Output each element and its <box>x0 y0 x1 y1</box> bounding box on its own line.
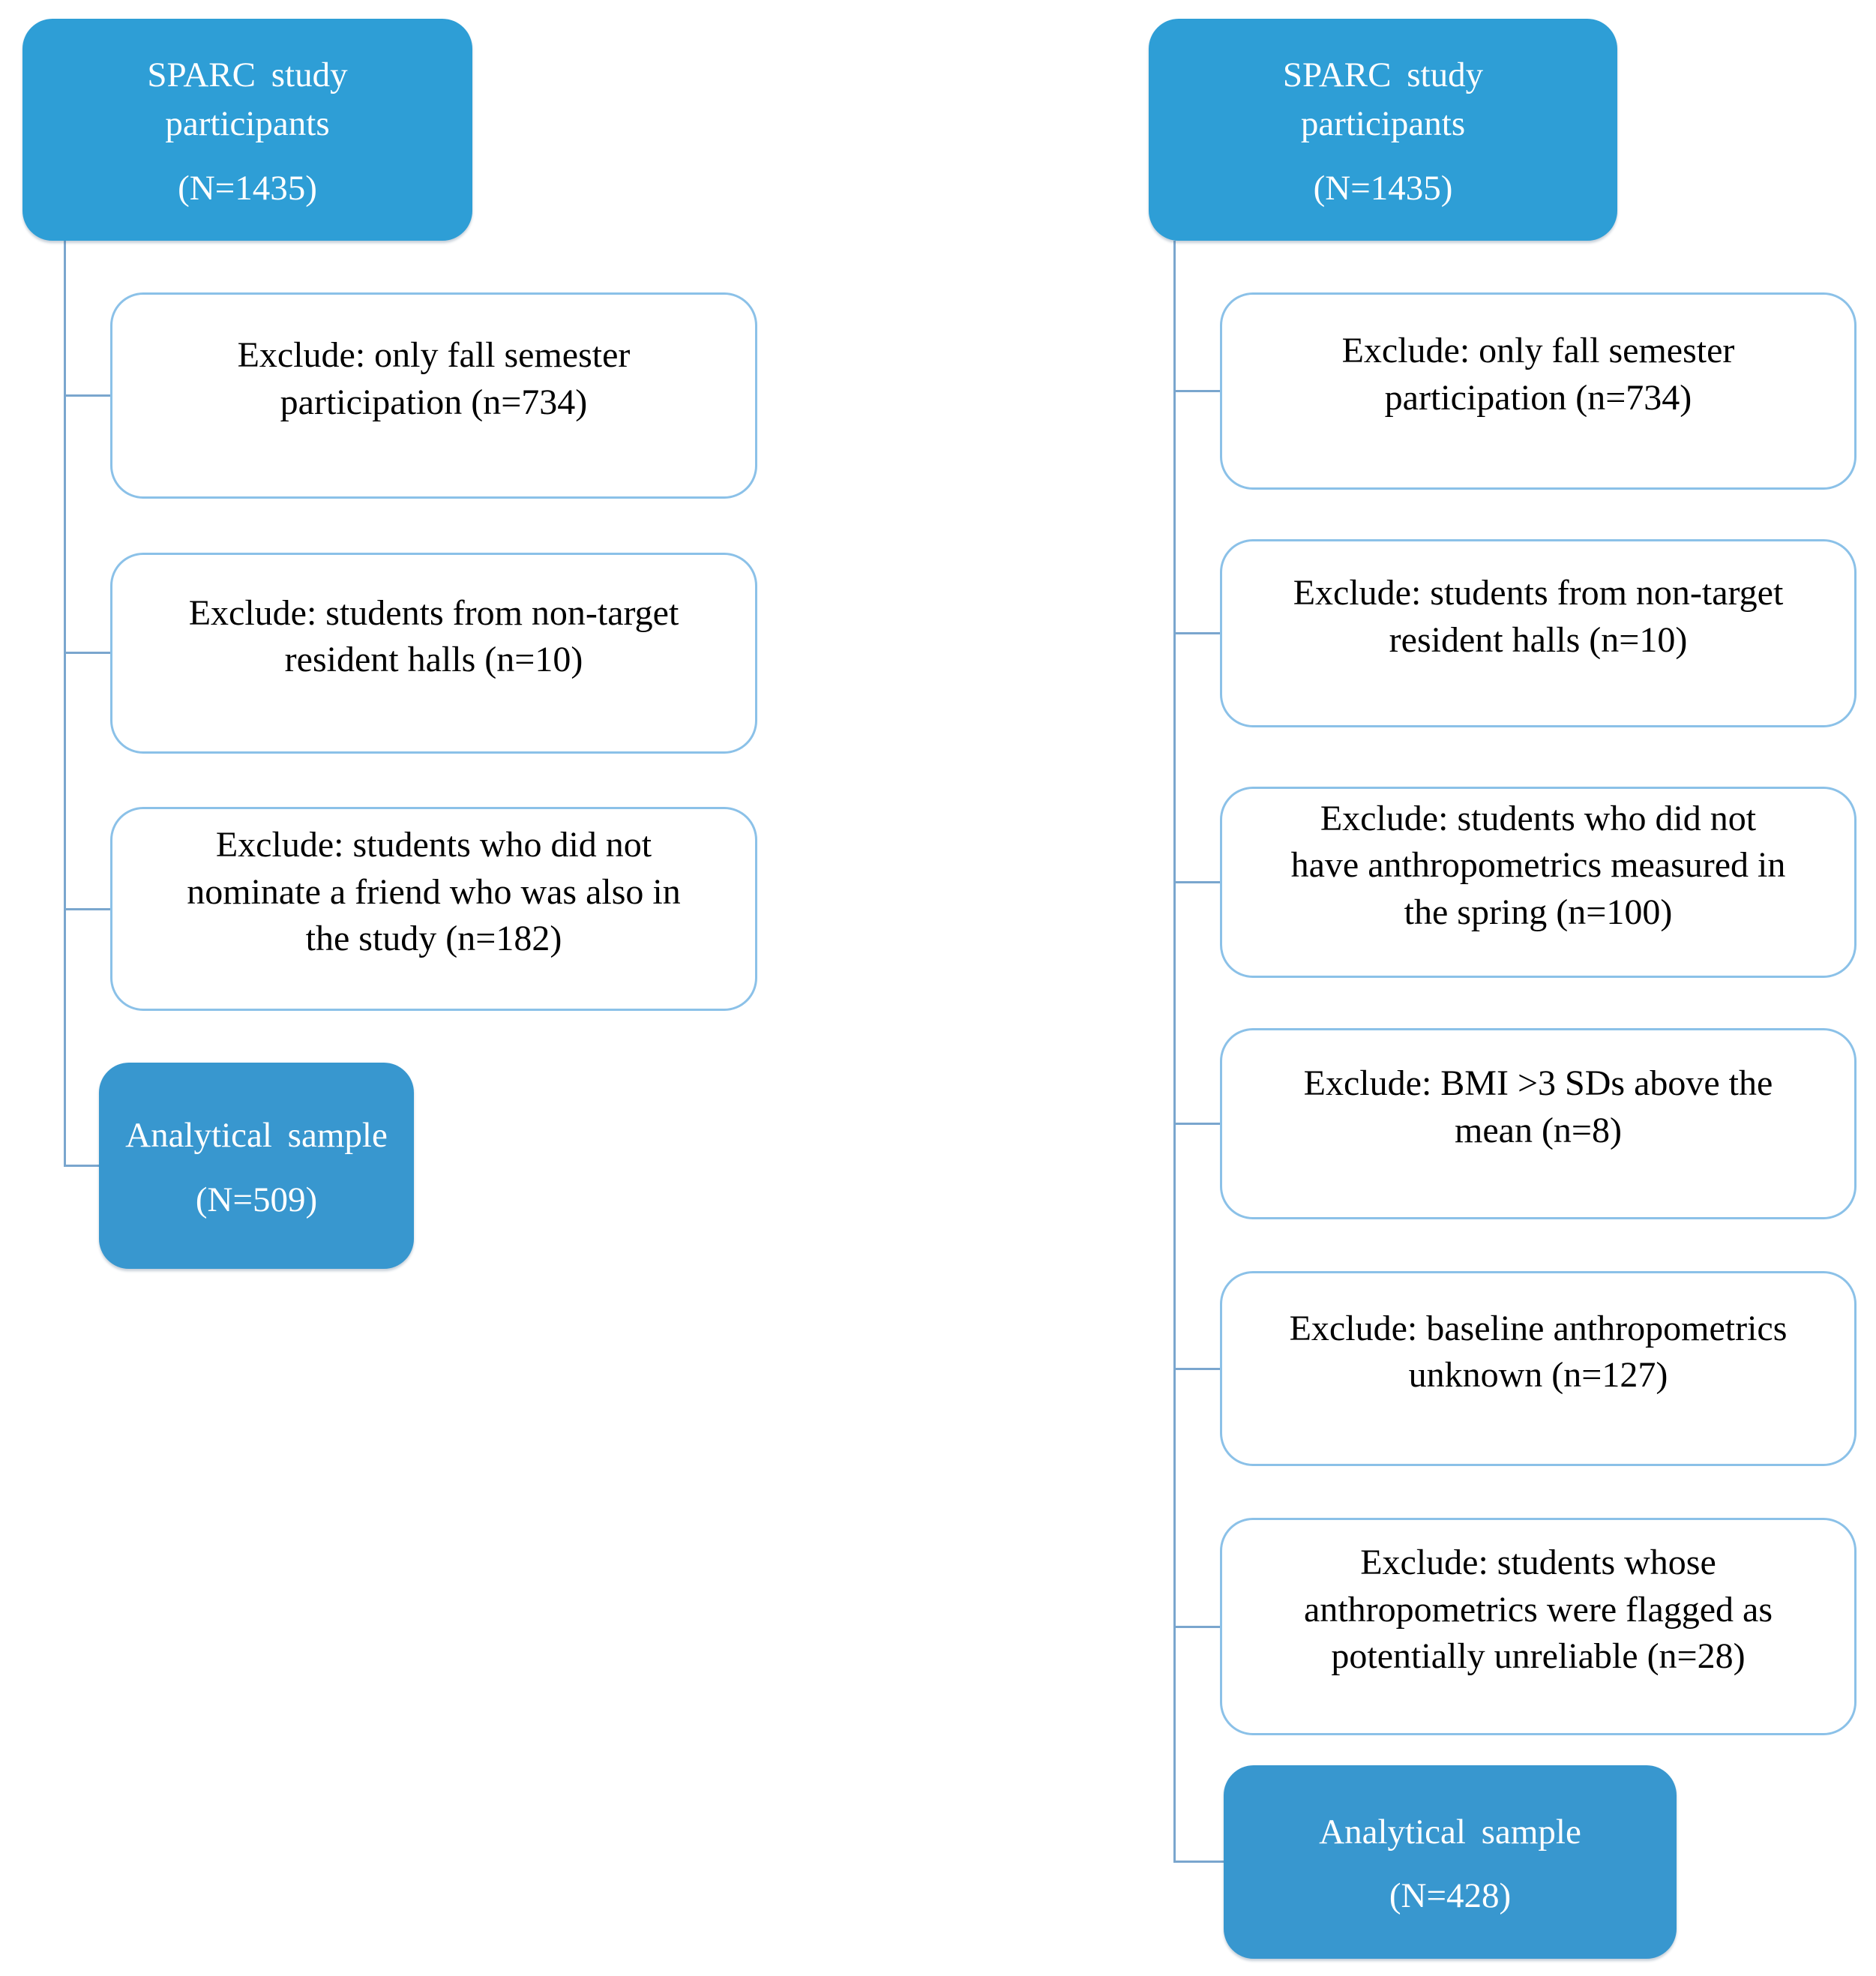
box-title: Analytical sample <box>125 1116 388 1156</box>
connector-stub-right-2 <box>1173 632 1221 634</box>
n-count: (N=509) <box>195 1180 318 1219</box>
n-count: (N=1435) <box>1313 168 1453 208</box>
final-box-right: Analytical sample (N=428) <box>1224 1765 1677 1959</box>
n-count: (N=1435) <box>178 168 317 208</box>
box-title: Analytical sample <box>1319 1812 1581 1852</box>
exclude-box-right-6: Exclude: students whose anthropometrics … <box>1220 1518 1857 1735</box>
exclude-box-right-4: Exclude: BMI >3 SDs above the mean (n=8) <box>1220 1028 1857 1219</box>
connector-stub-right-3 <box>1173 881 1221 883</box>
connector-vline-right <box>1173 241 1176 1862</box>
connector-stub-right-4 <box>1173 1123 1221 1125</box>
exclude-box-right-1: Exclude: only fall semester participatio… <box>1220 292 1857 490</box>
box-title: SPARC study participants <box>147 55 348 143</box>
exclude-text: Exclude: baseline anthropometrics unknow… <box>1289 1308 1788 1395</box>
exclude-text: Exclude: only fall semester participatio… <box>1341 331 1735 418</box>
connector-stub-right-6 <box>1173 1626 1221 1628</box>
exclude-box-left-1: Exclude: only fall semester participatio… <box>110 292 757 499</box>
connector-stub-left-final <box>64 1165 100 1167</box>
connector-stub-left-1 <box>64 394 112 397</box>
exclude-text: Exclude: students from non-target reside… <box>188 592 679 679</box>
connector-stub-right-5 <box>1173 1368 1221 1370</box>
exclude-box-right-3: Exclude: students who did not have anthr… <box>1220 787 1857 978</box>
exclude-text: Exclude: students who did not nominate a… <box>187 825 681 959</box>
exclude-box-left-2: Exclude: students from non-target reside… <box>110 553 757 754</box>
exclude-text: Exclude: BMI >3 SDs above the mean (n=8) <box>1303 1063 1773 1150</box>
connector-stub-right-final <box>1173 1861 1225 1863</box>
n-count: (N=428) <box>1389 1876 1512 1916</box>
exclude-text: Exclude: only fall semester participatio… <box>237 335 631 422</box>
connector-stub-left-2 <box>64 652 112 654</box>
exclude-text: Exclude: students whose anthropometrics … <box>1303 1543 1773 1677</box>
exclude-box-right-5: Exclude: baseline anthropometrics unknow… <box>1220 1271 1857 1466</box>
start-box-right: SPARC study participants (N=1435) <box>1149 19 1617 241</box>
exclude-box-left-3: Exclude: students who did not nominate a… <box>110 807 757 1011</box>
connector-stub-right-1 <box>1173 390 1221 392</box>
connector-stub-left-3 <box>64 908 112 910</box>
box-title: SPARC study participants <box>1282 55 1484 143</box>
exclude-text: Exclude: students who did not have anthr… <box>1290 798 1786 932</box>
exclude-text: Exclude: students from non-target reside… <box>1293 573 1784 660</box>
exclude-box-right-2: Exclude: students from non-target reside… <box>1220 539 1857 727</box>
final-box-left: Analytical sample (N=509) <box>99 1063 414 1269</box>
start-box-left: SPARC study participants (N=1435) <box>22 19 472 241</box>
connector-vline-left <box>64 240 66 1166</box>
